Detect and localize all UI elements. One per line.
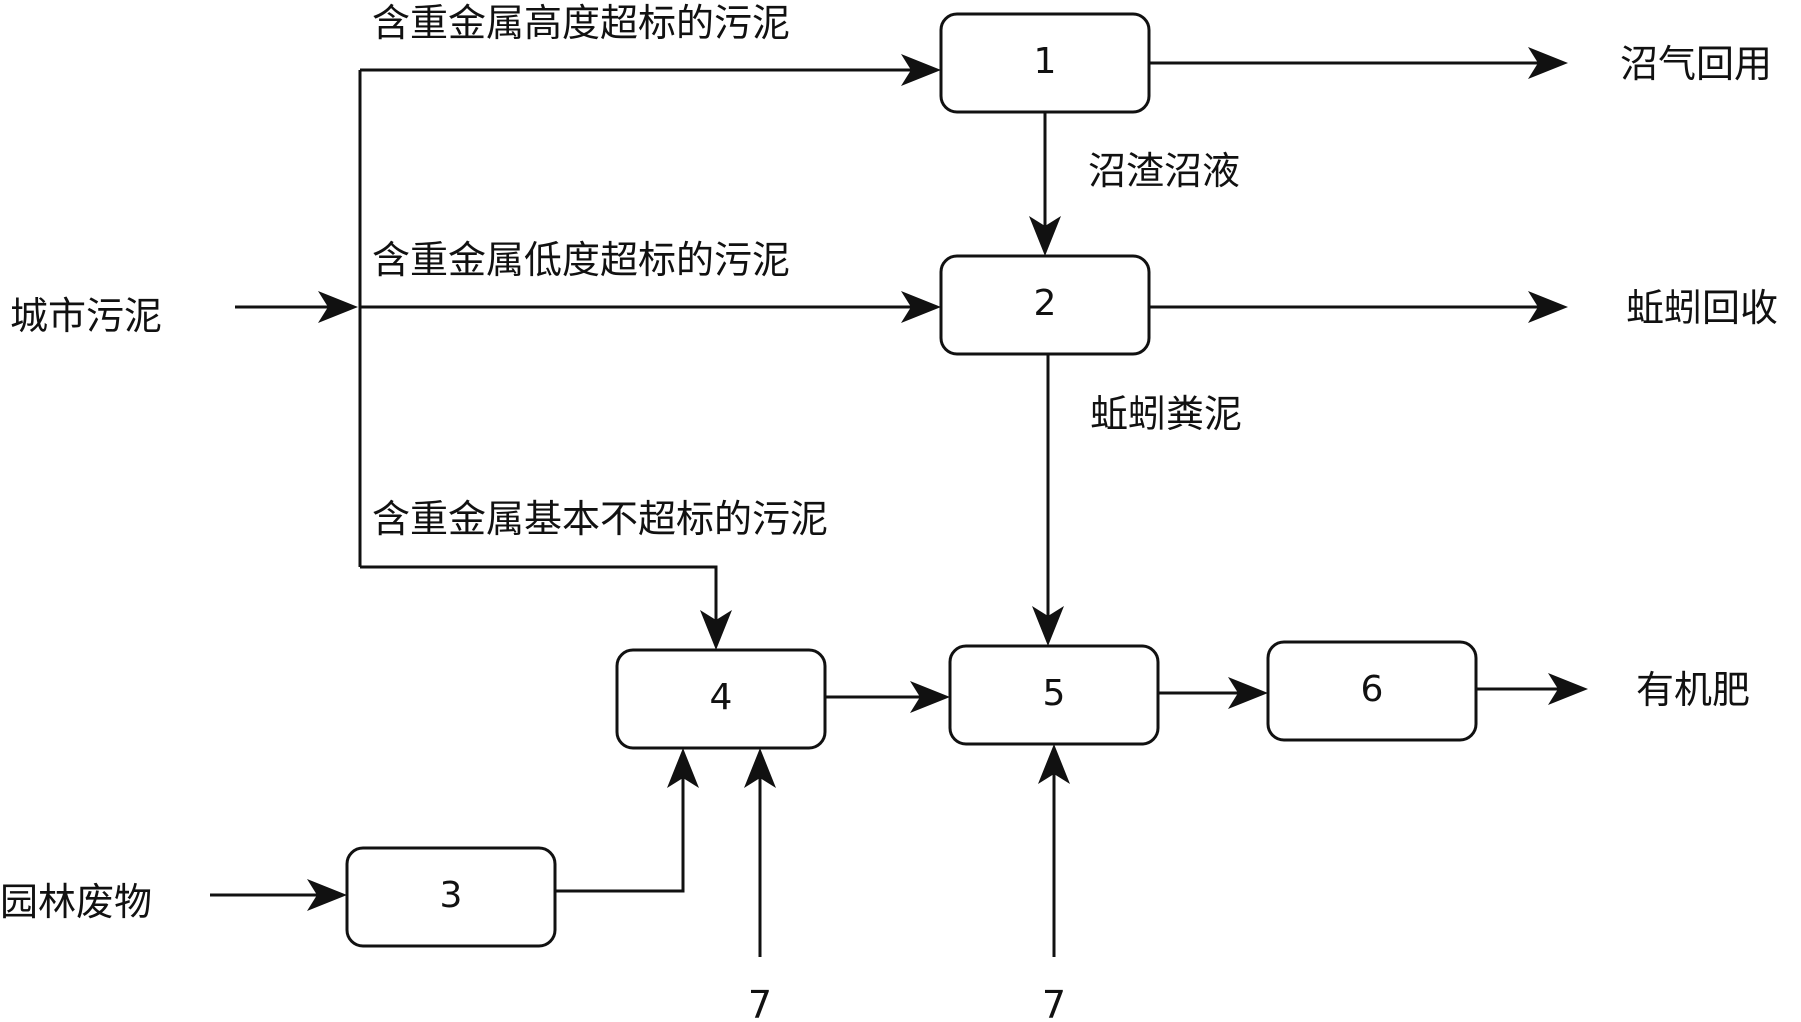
node-6: 6 [1266, 640, 1478, 742]
node-2: 2 [939, 254, 1151, 356]
output-fertilizer-label: 有机肥 [1636, 668, 1750, 712]
edge-seven-to-node-4 [744, 748, 776, 957]
edge-node-2-output [1149, 291, 1568, 323]
node-3-label: 3 [440, 875, 463, 916]
edge-garden-waste-input [210, 879, 347, 911]
edge-sludge-input [235, 291, 358, 323]
edge-to-node-2 [360, 291, 941, 323]
edge-node-1-output [1149, 47, 1568, 79]
edge-node-6-output [1476, 673, 1588, 705]
node-5: 5 [948, 644, 1160, 746]
branch-low-label: 含重金属低度超标的污泥 [372, 238, 790, 282]
node-1: 1 [939, 12, 1151, 114]
input-seven-a-label: 7 [748, 983, 772, 1022]
edge-node-1-to-node-2 [1029, 112, 1061, 256]
edge-seven-to-node-5 [1038, 744, 1070, 957]
output-biogas-label: 沼气回用 [1620, 42, 1772, 86]
edge-node-2-to-node-5 [1032, 354, 1064, 646]
edge-to-node-1 [360, 54, 941, 86]
flow-vermicast-label: 蚯蚓粪泥 [1090, 392, 1242, 436]
node-6-label: 6 [1361, 669, 1384, 710]
edge-to-node-4 [360, 565, 732, 650]
input-garden-waste-label: 园林废物 [0, 880, 152, 924]
edge-node-3-to-node-4 [555, 748, 699, 893]
edge-node-4-to-node-5 [825, 681, 950, 713]
node-1-label: 1 [1034, 41, 1057, 82]
input-sludge-label: 城市污泥 [10, 294, 162, 338]
branch-none-label: 含重金属基本不超标的污泥 [372, 497, 828, 541]
node-2-label: 2 [1034, 283, 1057, 324]
node-5-label: 5 [1043, 673, 1066, 714]
node-4: 4 [615, 648, 827, 750]
flow-digestate-label: 沼渣沼液 [1088, 149, 1240, 193]
edge-node-5-to-node-6 [1158, 677, 1268, 709]
branch-high-label: 含重金属高度超标的污泥 [372, 1, 790, 45]
node-4-label: 4 [710, 677, 733, 718]
output-worm-label: 蚯蚓回收 [1626, 286, 1778, 330]
node-3: 3 [345, 846, 557, 948]
input-seven-b-label: 7 [1042, 983, 1066, 1022]
